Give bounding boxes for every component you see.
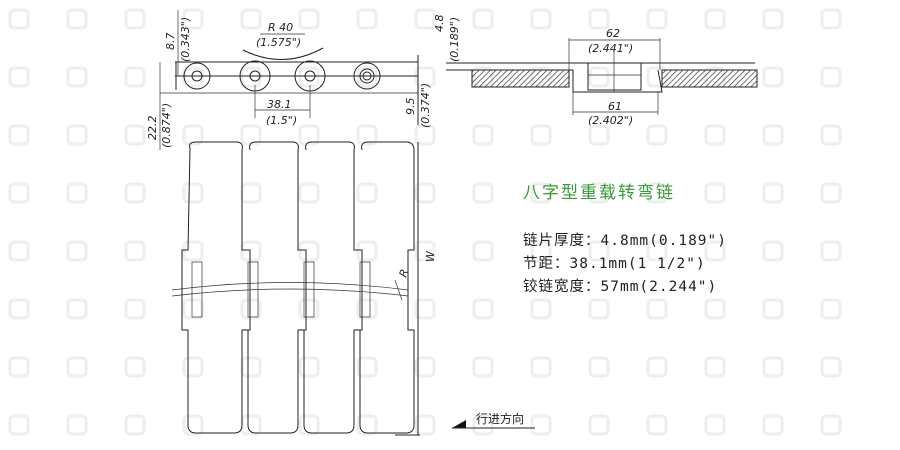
height-top-dim: 8.7 [164, 33, 177, 51]
width-top-dim-in: (2.441") [588, 42, 633, 55]
travel-direction-label: 行进方向 [476, 412, 525, 426]
width-bottom-dim: 61 [608, 100, 622, 113]
height-top-dim-in: (0.343") [179, 17, 192, 62]
hinge-height-dim: 9.5 [404, 98, 417, 116]
spec-hinge-width: 铰链宽度：57mm(2.244") [523, 279, 718, 295]
spec-pitch: 节距：38.1mm(1 1/2") [523, 256, 706, 272]
pitch-dim-in: (1.5") [266, 114, 297, 127]
radius-dim-in: (1.575") [256, 36, 301, 49]
spec-thickness: 链片厚度：4.8mm(0.189") [523, 233, 727, 249]
thickness-dim: 4.8 [433, 15, 446, 33]
width-bottom-dim-in: (2.402") [588, 114, 633, 127]
thickness-dim-in: (0.189") [448, 17, 461, 62]
product-title: 八字型重载转弯链 [523, 183, 675, 203]
side-view: R 40 (1.575") 38.1 (1.5") 8.7 (0.343") 2… [146, 10, 432, 150]
radius-label: R [397, 267, 412, 279]
direction-arrow-icon [452, 420, 466, 428]
cross-section-view: 62 (2.441") 61 (2.402") 4.8 (0.189") [433, 15, 758, 127]
width-top-dim: 62 [606, 27, 620, 40]
hinge-height-dim-in: (0.374") [419, 83, 432, 128]
height-total-dim: 22.2 [146, 116, 159, 141]
height-total-dim-in: (0.874") [160, 103, 173, 148]
top-view: R W [171, 141, 535, 436]
radius-dim: R 40 [268, 21, 293, 34]
width-label: W [424, 250, 437, 262]
pitch-dim: 38.1 [267, 98, 292, 111]
